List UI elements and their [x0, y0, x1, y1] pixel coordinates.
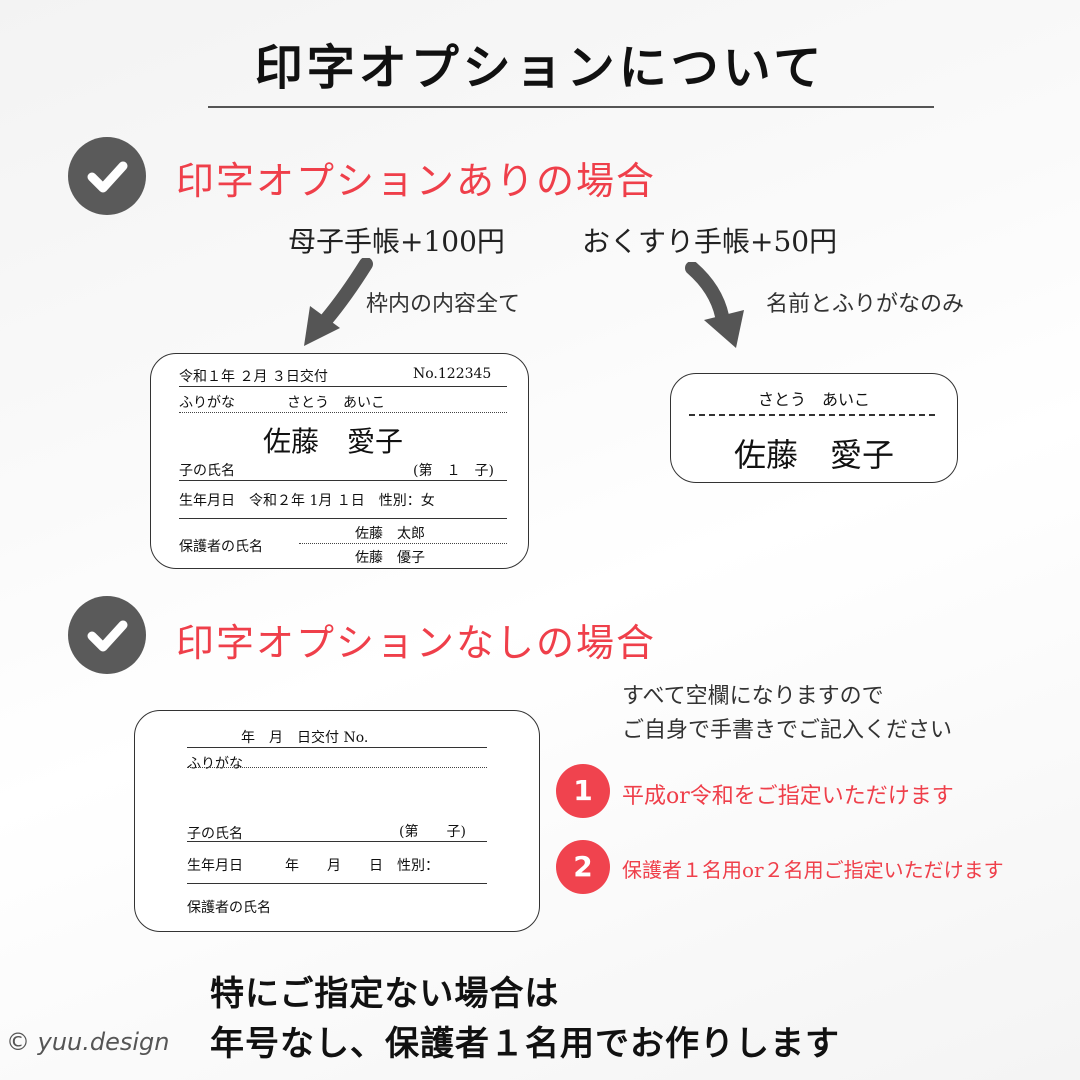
copyright-watermark: © yuu.design	[6, 1028, 170, 1056]
default-note-line2: 年号なし、保護者１名用でお作りします	[210, 1024, 840, 1064]
option-text-1: 平成or令和をご指定いただけます	[622, 784, 954, 809]
option-number-2: 2	[556, 840, 610, 894]
check-icon	[68, 137, 146, 215]
blank-birth: 生年月日 年 月 日 性別：	[187, 858, 439, 874]
check-icon	[68, 596, 146, 674]
maternal-note: 枠内の内容全て	[366, 292, 521, 317]
maternal-price: 母子手帳+100円	[288, 225, 505, 258]
medicine-handbook-card: さとう あいこ 佐藤 愛子	[670, 373, 958, 483]
blank-child-label: 子の氏名	[187, 826, 243, 842]
guardian-name-2: 佐藤 優子	[355, 550, 425, 566]
section-heading-with-option: 印字オプションありの場合	[176, 159, 657, 203]
title-divider	[208, 106, 934, 108]
child-name: 佐藤 愛子	[263, 425, 404, 458]
medicine-note: 名前とふりがなのみ	[766, 292, 965, 317]
blank-handbook-card: 年 月 日交付 No. ふりがな 子の氏名 (第 子) 生年月日 年 月 日 性…	[134, 710, 540, 932]
blank-note-line1: すべて空欄になりますので	[622, 684, 884, 709]
option-number-1: 1	[556, 764, 610, 818]
blank-furigana-label: ふりがな	[187, 756, 243, 772]
child-name-label: 子の氏名	[179, 463, 235, 479]
blank-guardian-label: 保護者の氏名	[187, 900, 271, 916]
furigana-label: ふりがな	[179, 395, 235, 411]
blank-child-order: (第 子)	[399, 824, 466, 840]
issued-date: 令和１年 ２月 ３日交付	[179, 369, 328, 385]
handbook-number: No.122345	[413, 366, 492, 382]
blank-issued: 年 月 日交付 No.	[241, 730, 369, 746]
guardian-label: 保護者の氏名	[179, 539, 263, 555]
medicine-name: 佐藤 愛子	[733, 436, 894, 474]
furigana-value: さとう あいこ	[287, 395, 385, 411]
arrow-icon	[304, 258, 373, 346]
default-note-line1: 特にご指定ない場合は	[210, 974, 560, 1014]
medicine-furigana: さとう あいこ	[757, 390, 870, 409]
maternal-handbook-card: 令和１年 ２月 ３日交付 No.122345 ふりがな さとう あいこ 佐藤 愛…	[150, 353, 529, 569]
section-heading-without-option: 印字オプションなしの場合	[176, 621, 657, 665]
page-title: 印字オプションについて	[254, 40, 826, 96]
blank-note-line2: ご自身で手書きでご記入ください	[622, 718, 953, 743]
option-text-2: 保護者１名用or２名用ご指定いただけます	[622, 858, 1004, 882]
child-order: (第 １ 子)	[413, 463, 494, 479]
medicine-price: おくすり手帳+50円	[582, 225, 838, 258]
guardian-name-1: 佐藤 太郎	[355, 526, 425, 542]
birth-date: 生年月日 令和２年 1月 １日 性別：女	[179, 493, 435, 509]
arrow-icon	[685, 262, 744, 348]
